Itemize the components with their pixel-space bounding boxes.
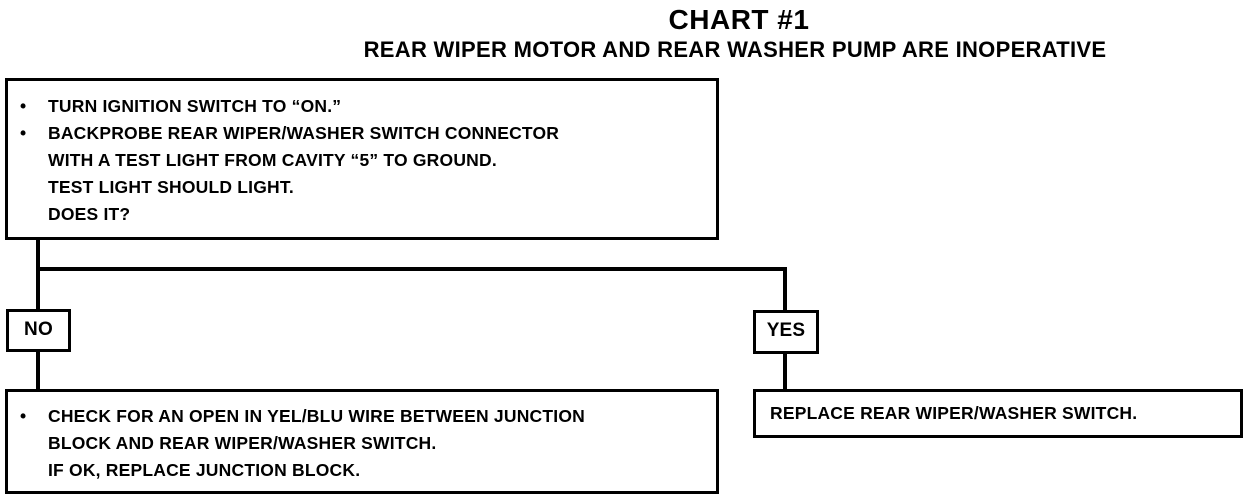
connector-start-down	[36, 237, 40, 271]
connector-no-to-action	[36, 350, 40, 392]
start-step-box: TURN IGNITION SWITCH TO “ON.” BACKPROBE …	[5, 78, 719, 240]
yes-action-text: REPLACE REAR WIPER/WASHER SWITCH.	[770, 403, 1138, 423]
no-action-list: CHECK FOR AN OPEN IN YEL/BLU WIRE BETWEE…	[8, 403, 716, 430]
start-step-continuation: TEST LIGHT SHOULD LIGHT.	[48, 177, 294, 197]
chart-title: CHART #1	[668, 4, 810, 35]
connector-horizontal	[36, 267, 787, 271]
connector-no-down	[36, 267, 40, 312]
no-action-item: CHECK FOR AN OPEN IN YEL/BLU WIRE BETWEE…	[8, 403, 716, 430]
no-action-continuation: BLOCK AND REAR WIPER/WASHER SWITCH.	[48, 433, 437, 453]
start-step-list: TURN IGNITION SWITCH TO “ON.” BACKPROBE …	[8, 93, 716, 147]
yes-action-box: REPLACE REAR WIPER/WASHER SWITCH.	[753, 389, 1243, 438]
chart-subtitle: REAR WIPER MOTOR AND REAR WASHER PUMP AR…	[363, 37, 1107, 62]
yes-branch-label: YES	[753, 310, 819, 354]
no-action-continuation: IF OK, REPLACE JUNCTION BLOCK.	[48, 460, 361, 480]
start-step-item: TURN IGNITION SWITCH TO “ON.”	[8, 93, 716, 120]
start-step-question: DOES IT?	[48, 204, 131, 224]
connector-yes-to-action	[783, 352, 787, 393]
start-step-continuation: WITH A TEST LIGHT FROM CAVITY “5” TO GRO…	[48, 150, 497, 170]
no-branch-label: NO	[6, 309, 71, 352]
connector-yes-down	[783, 267, 787, 312]
no-action-box: CHECK FOR AN OPEN IN YEL/BLU WIRE BETWEE…	[5, 389, 719, 494]
start-step-item: BACKPROBE REAR WIPER/WASHER SWITCH CONNE…	[8, 120, 716, 147]
